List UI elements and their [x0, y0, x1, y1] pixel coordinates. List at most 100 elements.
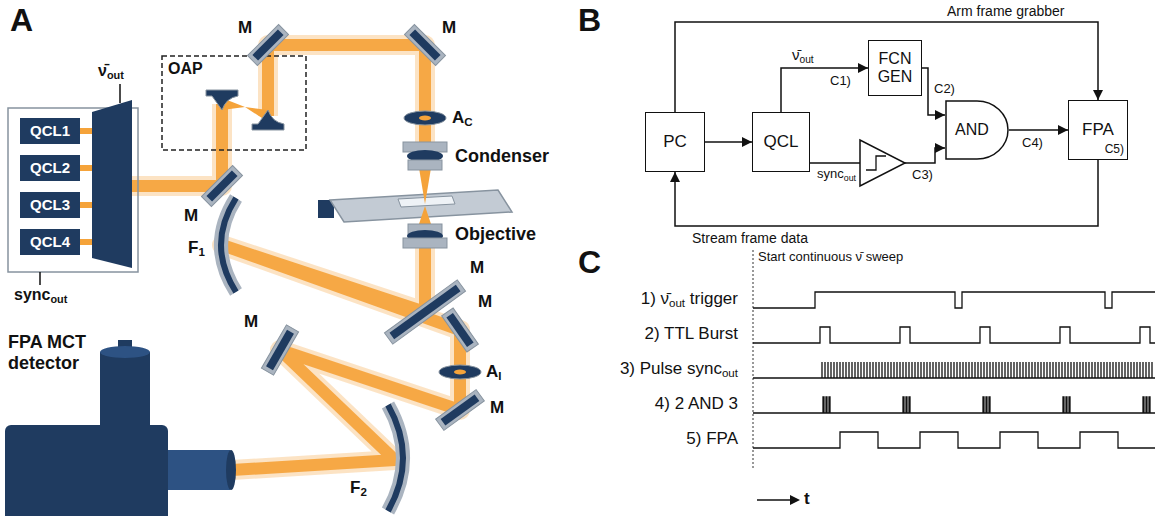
laser-beam	[80, 128, 94, 134]
mirror-face	[266, 330, 294, 370]
subscript: 1	[198, 246, 204, 258]
node-label: FPA	[1082, 120, 1114, 140]
panel-letter: B	[578, 2, 601, 39]
node-label: PC	[663, 132, 687, 152]
signal-row-label: 5) FPA	[686, 429, 738, 449]
mirror-face	[252, 29, 283, 60]
mirror-face	[446, 313, 473, 347]
time-axis	[757, 499, 792, 501]
comparator-symbol	[860, 140, 905, 186]
subscript: out	[800, 54, 814, 65]
edge-label: syncout	[815, 167, 858, 182]
laser-beam	[80, 202, 94, 208]
panel-letter: C	[578, 244, 601, 281]
detector-box: FPAC5)	[1068, 100, 1128, 160]
edge-label: Stream frame data	[690, 230, 810, 246]
laser-controller-box: QCL	[752, 112, 810, 172]
mirror	[247, 24, 288, 65]
and-gate: AND	[945, 100, 1009, 160]
signal-row-label: 2) TTL Burst	[644, 324, 738, 344]
laser-box: QCL1	[20, 118, 80, 144]
timing-waveform	[753, 292, 1155, 308]
signal-connector	[781, 68, 868, 112]
focusing-mirror-face	[221, 198, 236, 292]
computer-box: PC	[645, 112, 705, 172]
beam-cone	[419, 206, 431, 224]
signal-row-label: 1) ν̄out trigger	[641, 289, 738, 309]
subscript: C	[464, 116, 472, 128]
mirror-mount	[442, 308, 479, 352]
timing-waveform	[753, 397, 1155, 413]
part-label: F2	[350, 478, 367, 498]
callout-number: C4)	[1022, 136, 1043, 151]
mirror-mount	[247, 24, 288, 65]
detector-window	[226, 450, 236, 490]
beam-glow	[268, 45, 425, 150]
laser-beam	[80, 165, 94, 171]
part-label: AC	[452, 108, 473, 128]
node-label: QCL1	[30, 122, 70, 139]
condenser-body	[408, 160, 442, 170]
part-label: M	[244, 312, 258, 332]
mirror	[404, 24, 445, 65]
iris-opening	[419, 116, 431, 121]
function-generator-box: FCN GEN	[868, 40, 922, 96]
mirror	[442, 308, 479, 352]
part-label: AI	[486, 362, 502, 382]
parabolic-mirror	[206, 90, 238, 110]
timing-note: Start continuous ν̄ sweep	[758, 250, 903, 265]
focusing-mirror-mount	[221, 198, 236, 292]
node-label: QCL3	[30, 196, 70, 213]
laser-box: QCL4	[20, 229, 80, 255]
node-label: FCN GEN	[872, 50, 918, 87]
signal-lead	[39, 272, 41, 285]
detector-dewar	[100, 352, 150, 428]
subscript: out	[50, 293, 67, 305]
beam-focus	[222, 98, 268, 122]
subscript: out	[669, 297, 685, 309]
part-label: M	[470, 258, 484, 278]
part-label: M	[442, 18, 456, 38]
laser-box: QCL3	[20, 192, 80, 218]
laser-beam	[268, 45, 425, 150]
beam-glow	[222, 245, 460, 470]
node-label: QCL	[764, 132, 799, 152]
oap-frame	[162, 56, 306, 150]
objective-mount	[403, 238, 447, 248]
signal-row-label: 4) 2 AND 3	[655, 394, 738, 414]
mirror-face	[409, 29, 440, 60]
part-label: OAP	[168, 60, 203, 78]
mirror-mount	[404, 24, 445, 65]
laser-beam	[80, 239, 94, 245]
node-label: QCL2	[30, 159, 70, 176]
edge-label: ν̄out	[790, 46, 816, 63]
timing-waveform	[753, 432, 1155, 448]
signal-connector	[1009, 129, 1068, 131]
beam-combiner	[92, 100, 132, 268]
signal-connector	[705, 141, 752, 143]
beam-cone	[419, 168, 431, 204]
timing-waveform	[753, 362, 1155, 378]
beam-glow	[132, 104, 222, 186]
callout-number: C2)	[934, 82, 955, 97]
edge-label: Arm frame grabber	[945, 3, 1066, 19]
part-label: Objective	[455, 224, 536, 245]
callout-number: C1)	[830, 74, 851, 89]
panel-letter: A	[10, 2, 33, 39]
signal-lead	[119, 84, 121, 103]
timing-waveform	[753, 327, 1155, 343]
laser-box: QCL2	[20, 155, 80, 181]
callout-number: C3)	[912, 168, 933, 183]
mirror	[261, 325, 298, 375]
laser-beam	[132, 104, 222, 186]
signal-name: syncout	[14, 286, 67, 304]
part-label: M	[238, 18, 252, 38]
parabolic-mirror	[252, 110, 284, 130]
subscript: out	[107, 69, 124, 81]
and-gate-shape	[946, 101, 1008, 159]
iris-opening	[454, 370, 466, 375]
part-label: M	[184, 206, 198, 226]
detector-body	[5, 425, 168, 516]
iris-aperture	[404, 111, 446, 125]
node-label: QCL4	[30, 233, 70, 250]
